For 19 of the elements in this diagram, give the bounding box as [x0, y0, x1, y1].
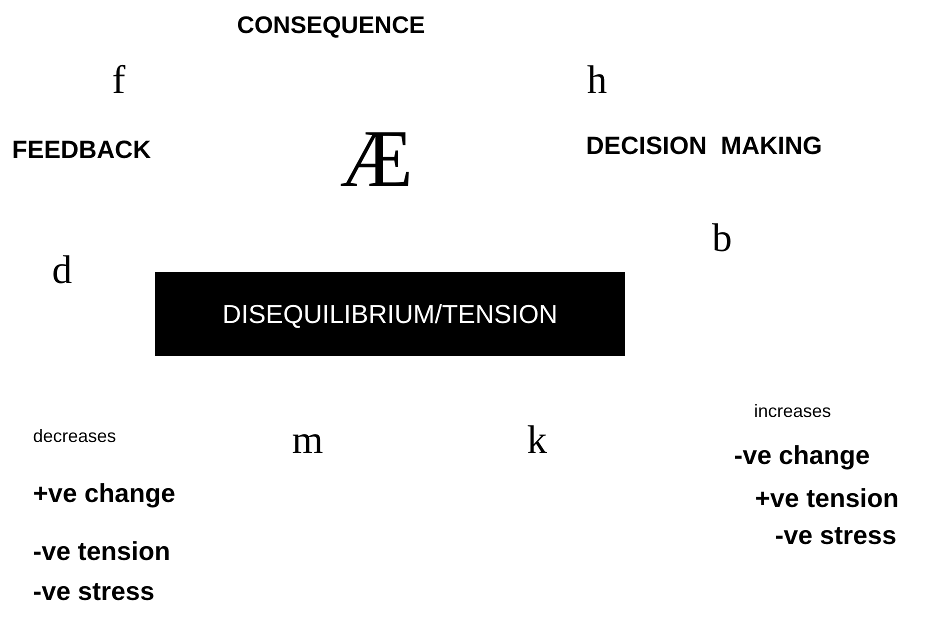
small-text: decreases: [33, 427, 116, 445]
state-box: DISEQUILIBRIUM/TENSION: [155, 272, 625, 356]
heading-text: CONSEQUENCE: [237, 14, 426, 38]
symbol-glyph: b: [712, 218, 732, 258]
heading-text: -ve tension: [33, 538, 170, 564]
symbol-glyph: d: [52, 250, 72, 290]
symbol-glyph: f: [112, 60, 126, 100]
heading-text: DECISION MAKING: [586, 134, 822, 159]
heading-text: +ve change: [33, 480, 176, 506]
heading-text: -ve stress: [775, 522, 896, 548]
symbol-glyph: m: [292, 420, 324, 460]
symbol-glyph: k: [527, 420, 547, 460]
heading-text: +ve tension: [755, 485, 899, 511]
heading-text: FEEDBACK: [12, 138, 151, 163]
heading-text: -ve stress: [33, 578, 154, 604]
small-text: increases: [754, 402, 832, 420]
symbol-glyph: h: [587, 60, 607, 100]
heading-text: -ve change: [734, 442, 870, 468]
symbol-glyph: Æ: [340, 118, 413, 200]
